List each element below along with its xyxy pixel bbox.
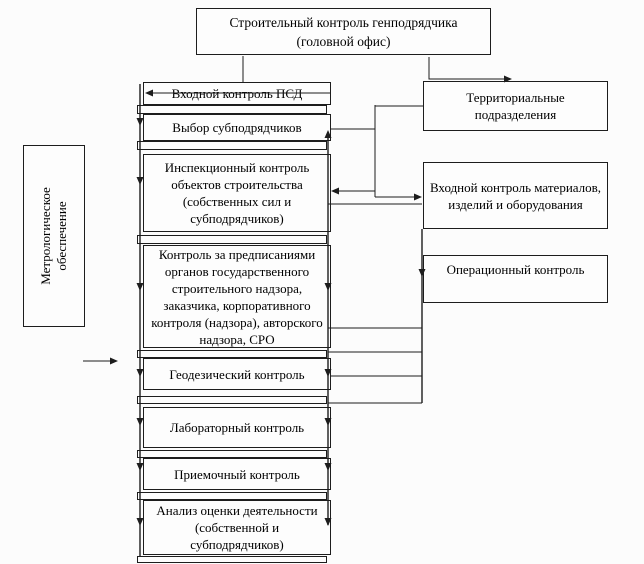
node-label: Входной контроль материалов, изделий и о… xyxy=(429,179,602,212)
node-geodetic-control: Геодезический контроль xyxy=(143,358,331,390)
node-label: Приемочный контроль xyxy=(174,466,300,482)
node-laboratory-control: Лабораторный контроль xyxy=(143,407,331,448)
node-incoming-materials-control: Входной контроль материалов, изделий и о… xyxy=(423,162,608,229)
spacer-row xyxy=(137,556,327,563)
arrow-right-icon xyxy=(110,357,118,365)
node-label: Выбор субподрядчиков xyxy=(172,120,302,135)
node-inspection-control: Инспекционный контроль объектов строител… xyxy=(143,154,331,232)
node-subcontractor-selection: Выбор субподрядчиков xyxy=(143,114,331,141)
node-label-line: обеспечение xyxy=(54,201,69,271)
node-label: Анализ оценки деятельности (собственной … xyxy=(156,503,318,552)
node-input-control-psd: Входной контроль ПСД xyxy=(143,82,331,105)
node-label: Операционный контроль xyxy=(446,262,585,277)
node-label: Лабораторный контроль xyxy=(169,420,305,435)
node-label-line: (головной офис) xyxy=(296,33,391,49)
node-label: Территориальные подразделения xyxy=(466,90,565,122)
node-acceptance-control: Приемочный контроль xyxy=(143,458,331,490)
spacer-row xyxy=(137,450,327,458)
node-territorial-units: Территориальные подразделения xyxy=(423,81,608,131)
node-metrology-support: Метрологическое обеспечение xyxy=(23,145,85,327)
node-label: Контроль за предписаниями органов госуда… xyxy=(151,246,323,347)
node-general-contractor-head-office: Строительный контроль генподрядчика (гол… xyxy=(196,8,491,55)
arrow-right-icon xyxy=(414,193,422,201)
node-label-line: Строительный контроль генподрядчика xyxy=(229,14,458,30)
node-operational-control: Операционный контроль xyxy=(423,255,608,303)
node-label: Геодезический контроль xyxy=(169,366,305,382)
spacer-row xyxy=(137,141,327,150)
spacer-row xyxy=(137,105,327,114)
node-label-line: Метрологическое xyxy=(38,187,53,285)
spacer-row xyxy=(137,492,327,500)
node-label: Входной контроль ПСД xyxy=(171,86,303,101)
connector-top-to-territorial xyxy=(428,57,505,80)
spacer-row xyxy=(137,350,327,358)
arrow-left-icon xyxy=(331,187,339,195)
rotated-label: Метрологическое обеспечение xyxy=(23,145,85,327)
spacer-row xyxy=(137,396,327,404)
node-label: Инспекционный контроль объектов строител… xyxy=(164,160,310,226)
node-directive-control: Контроль за предписаниями органов госуда… xyxy=(143,245,331,348)
node-performance-analysis: Анализ оценки деятельности (собственной … xyxy=(143,500,331,555)
spacer-row xyxy=(137,235,327,244)
